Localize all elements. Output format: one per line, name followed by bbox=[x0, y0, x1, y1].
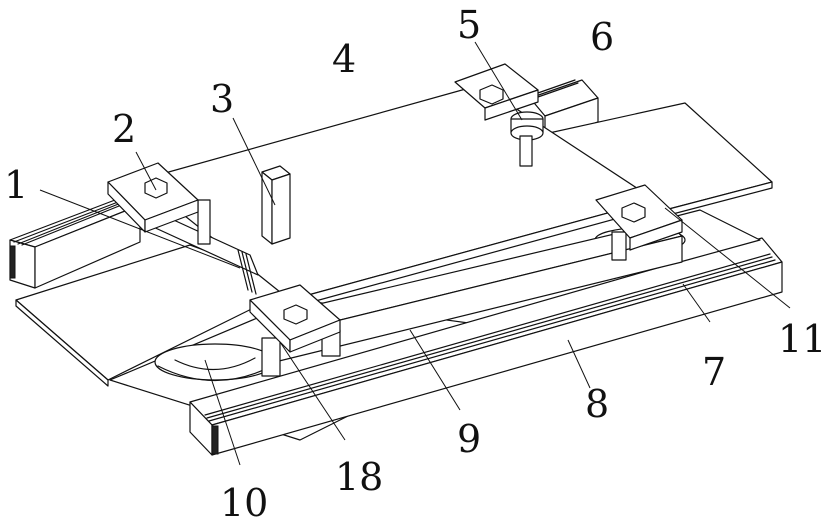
label-5: 5 bbox=[457, 3, 481, 47]
label-2: 2 bbox=[112, 107, 136, 151]
label-11: 11 bbox=[778, 317, 826, 361]
label-8: 8 bbox=[585, 382, 609, 426]
label-1: 1 bbox=[4, 163, 28, 207]
vertical-post bbox=[262, 166, 290, 244]
label-4: 4 bbox=[332, 37, 356, 81]
label-18: 18 bbox=[335, 455, 383, 499]
label-3: 3 bbox=[210, 77, 234, 121]
label-7: 7 bbox=[702, 350, 726, 394]
label-10: 10 bbox=[220, 481, 268, 525]
label-6: 6 bbox=[590, 15, 614, 59]
label-9: 9 bbox=[457, 417, 481, 461]
